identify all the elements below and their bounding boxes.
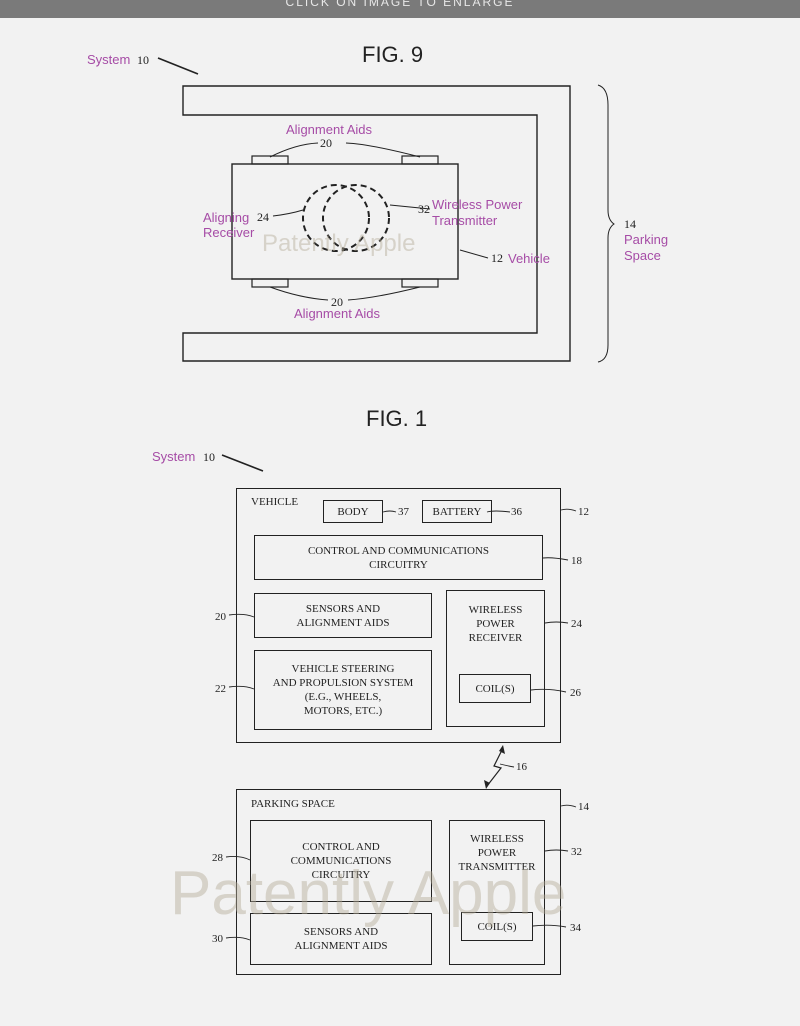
vehicle-sensors-num: 20: [215, 611, 226, 623]
fig9-num-24: 24: [257, 210, 269, 224]
fig9-system-num: 10: [137, 53, 149, 67]
battery-num: 36: [511, 506, 522, 518]
transmitter-box: [449, 820, 545, 965]
vehicle-coils-num: 26: [570, 687, 581, 699]
fig9-num-12: 12: [491, 251, 503, 265]
body-num: 37: [398, 506, 409, 518]
parking-coils-box: COIL(S): [461, 912, 533, 941]
fig9-alignment-aids-top: Alignment Aids: [286, 122, 372, 137]
parking-coils-num: 34: [570, 922, 581, 934]
parking-control-num: 28: [212, 852, 223, 864]
parking-sensors-box: SENSORS AND ALIGNMENT AIDS: [250, 913, 432, 965]
top-banner: CLICK ON IMAGE TO ENLARGE: [0, 0, 800, 18]
receiver-label: WIRELESS POWER RECEIVER: [468, 604, 523, 644]
link-num: 16: [516, 761, 527, 773]
battery-box: BATTERY: [422, 500, 492, 523]
vehicle-label: VEHICLE: [251, 496, 299, 508]
parking-sensors-num: 30: [212, 933, 223, 945]
fig9-num-20-top: 20: [320, 136, 332, 150]
vehicle-num: 12: [578, 506, 589, 518]
steering-num: 22: [215, 683, 226, 695]
fig1-title: FIG. 1: [366, 406, 428, 431]
parking-num: 14: [578, 801, 589, 813]
fig1-system-num: 10: [203, 450, 215, 464]
fig9-num-32: 32: [418, 202, 430, 216]
fig9-num-20-bottom: 20: [331, 295, 343, 309]
transmitter-label: WIRELESS POWER TRANSMITTER: [458, 833, 536, 873]
vehicle-control-num: 18: [571, 555, 582, 567]
vehicle-control-box: CONTROL AND COMMUNICATIONS CIRCUITRY: [254, 535, 543, 580]
parking-control-box: CONTROL AND COMMUNICATIONS CIRCUITRY: [250, 820, 432, 902]
transmitter-num: 32: [571, 846, 582, 858]
body-box: BODY: [323, 500, 383, 523]
fig9-wireless-power-transmitter: Wireless Power Transmitter: [432, 197, 523, 228]
vehicle-coils-box: COIL(S): [459, 674, 531, 703]
fig9-system-label: System: [87, 52, 131, 67]
fig9-aligning-receiver: Aligning Receiver: [203, 210, 255, 240]
fig9-parking-space: Parking Space: [624, 232, 669, 263]
fig9-vehicle-label: Vehicle: [508, 251, 550, 266]
receiver-box: [446, 590, 545, 727]
fig9-num-14: 14: [624, 217, 636, 231]
receiver-num: 24: [571, 618, 582, 630]
fig9-alignment-aids-bottom: Alignment Aids: [294, 306, 380, 321]
parking-box: [236, 789, 561, 975]
fig9-title: FIG. 9: [362, 42, 424, 67]
parking-label: PARKING SPACE: [251, 798, 335, 810]
vehicle-box: [236, 488, 561, 743]
fig1-system-label: System: [152, 449, 196, 464]
vehicle-sensors-box: SENSORS AND ALIGNMENT AIDS: [254, 593, 432, 638]
steering-box: VEHICLE STEERING AND PROPULSION SYSTEM (…: [254, 650, 432, 730]
